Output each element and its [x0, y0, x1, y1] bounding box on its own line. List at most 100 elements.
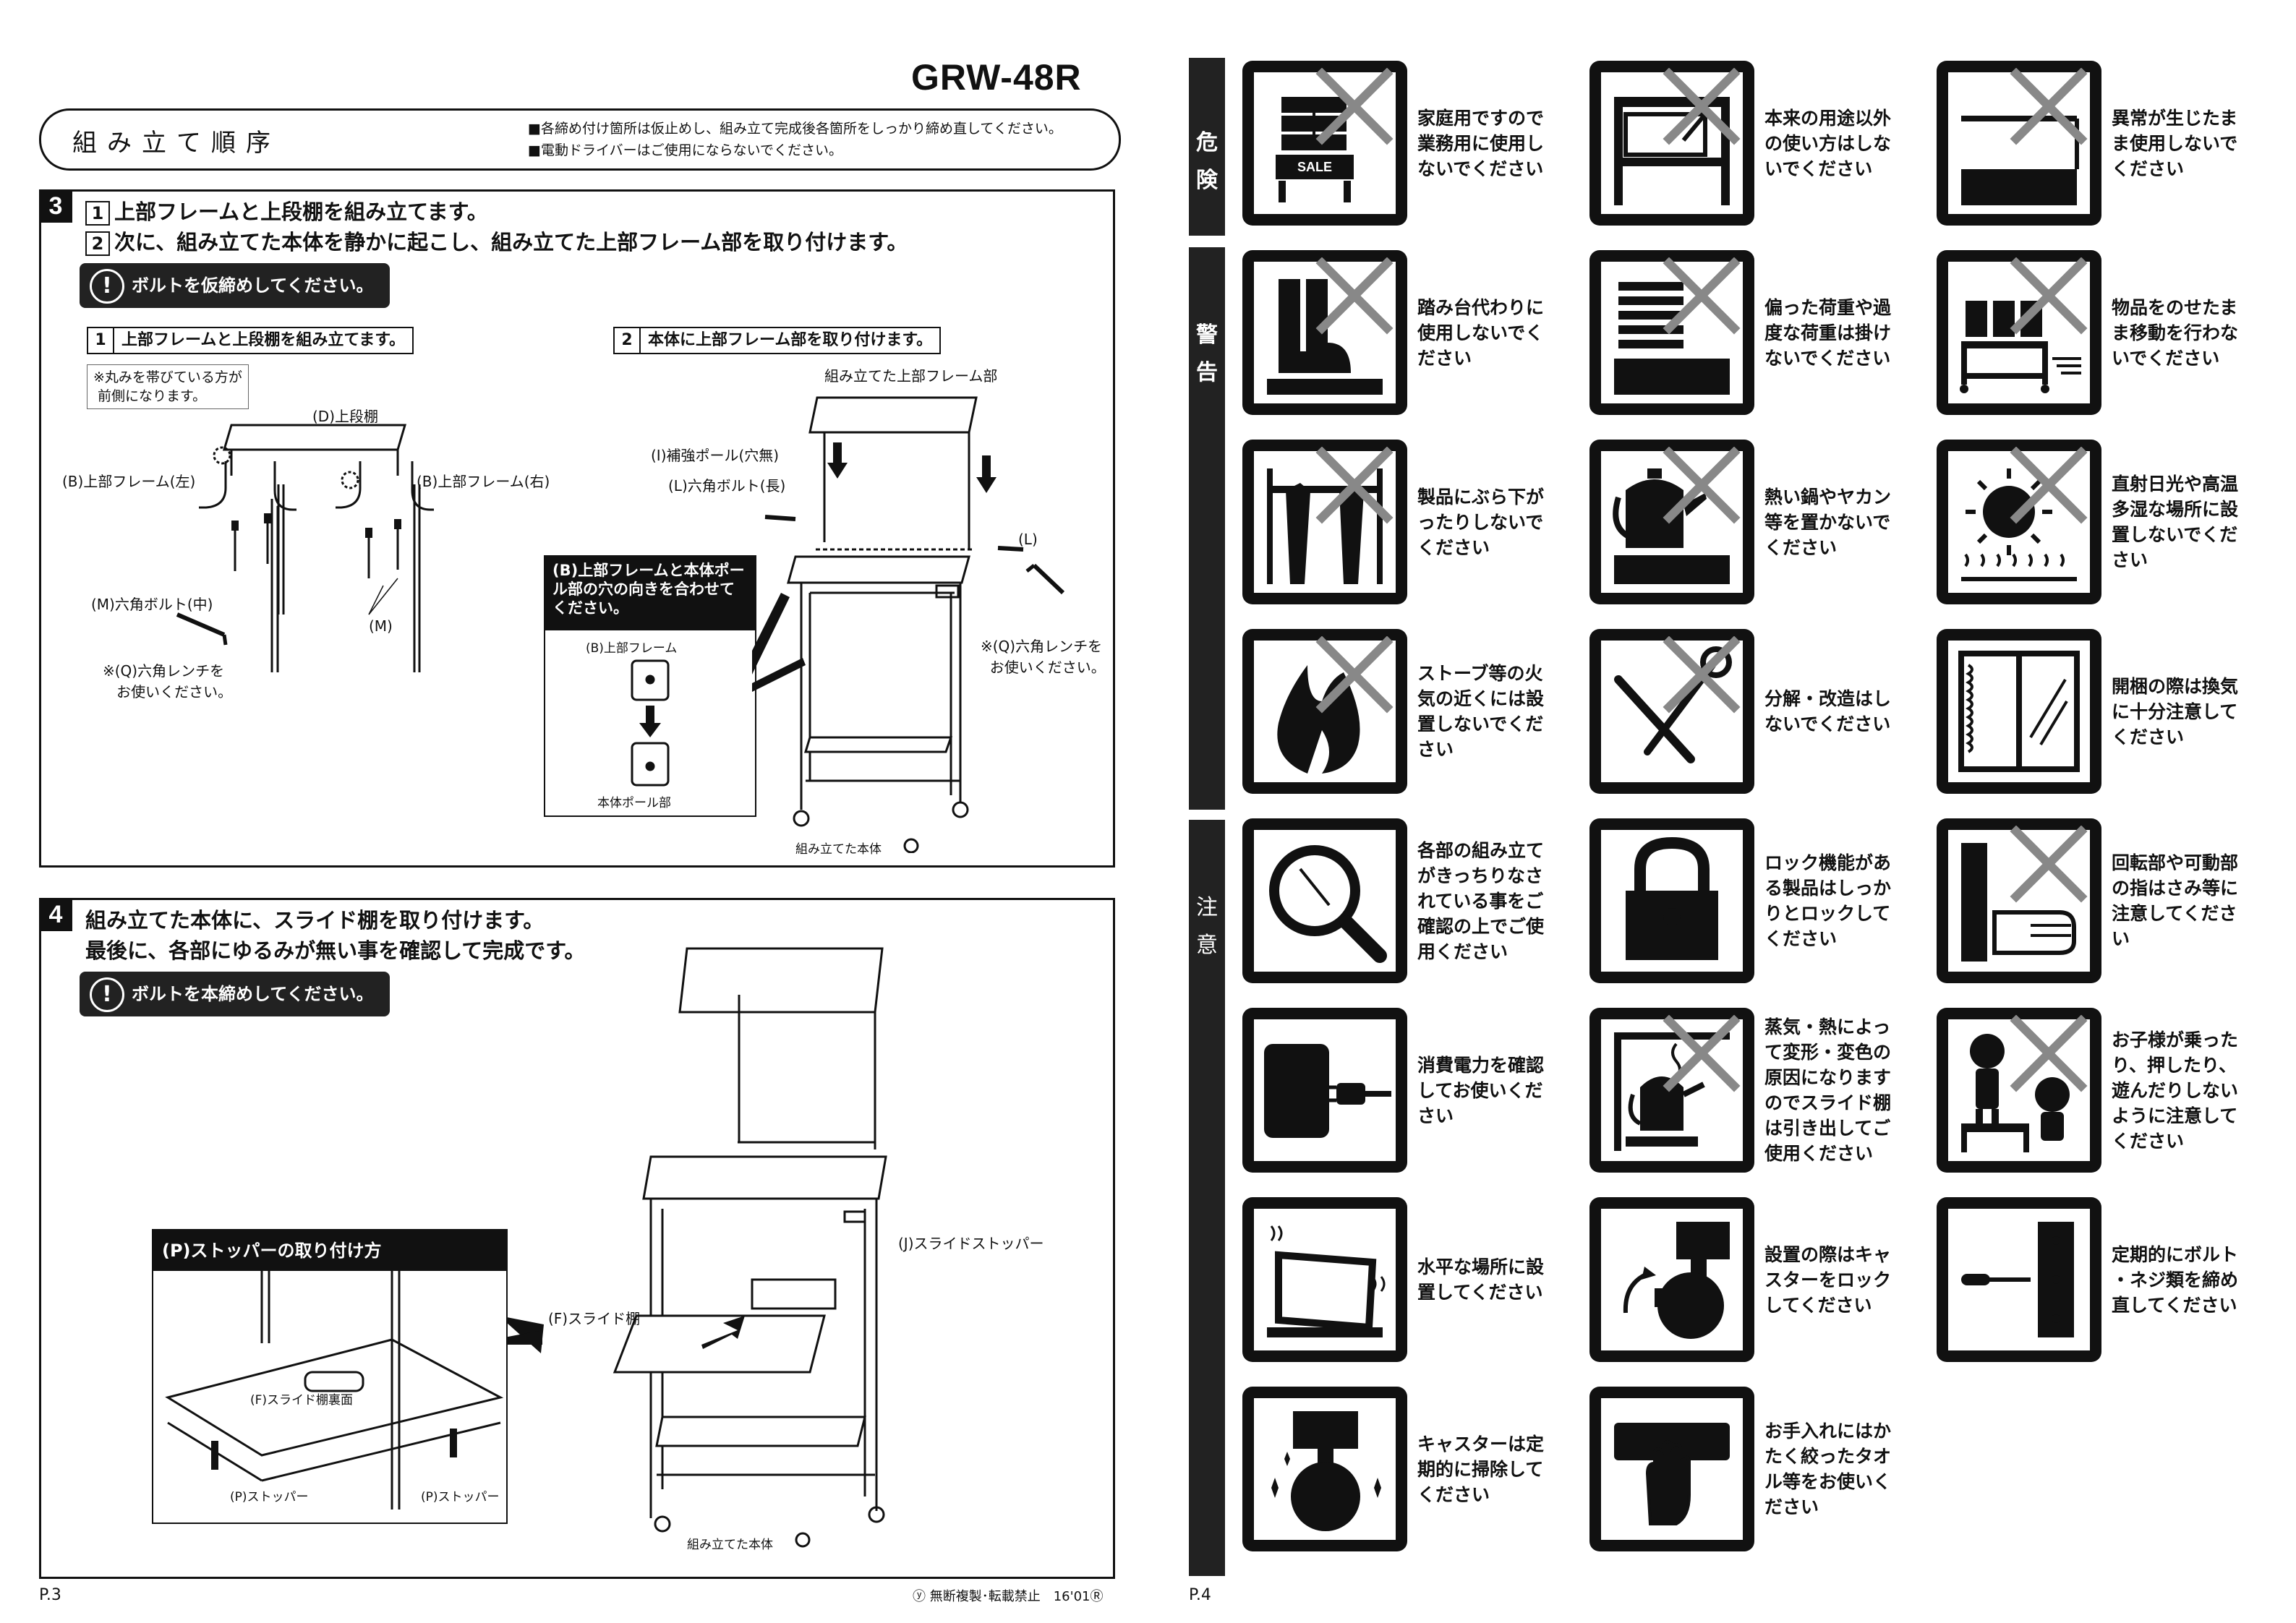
label-p-stopper-left: (P)ストッパー	[230, 1490, 309, 1504]
warning-text-line: お手入れにはか	[1764, 1421, 1892, 1442]
label-assembled-body-3: 組み立てた本体	[795, 842, 882, 857]
warning-text: 家庭用ですので業務用に使用しないでください	[1417, 106, 1562, 181]
step-4-line-1: 組み立てた本体に、スライド棚を取り付けます。	[85, 908, 545, 933]
caster-lock-icon	[1601, 1209, 1743, 1350]
warning-text-line: ださい	[1764, 1496, 1819, 1517]
warning-text-line: ください	[1764, 536, 1838, 558]
warning-text-line: 踏み台代わりに	[1417, 296, 1545, 318]
warning-text-line: 水平な場所に設	[1417, 1256, 1545, 1277]
move-loaded-icon	[1948, 257, 2090, 403]
warning-pictogram	[1589, 1387, 1754, 1551]
warning-text-line: ないでください	[1764, 714, 1891, 735]
warning-pictogram	[1589, 629, 1754, 794]
warning-text-line: 各部の組み立て	[1417, 839, 1545, 861]
warning-text-line: 偏った荷重や過	[1764, 296, 1892, 318]
abnormal-icon	[1948, 68, 2090, 214]
callout-top-label: (B)上部フレーム	[586, 641, 678, 656]
warning-text: ロック機能がある製品はしっかりとロックしてください	[1764, 850, 1909, 951]
warning-pictogram	[1937, 1197, 2101, 1362]
warning-text-line: ください	[2112, 1130, 2185, 1152]
warning-pictogram	[1242, 440, 1407, 604]
exclamation-icon: !	[90, 269, 124, 304]
warning-text-line: て変形・変色の	[1764, 1042, 1892, 1063]
category-warning-char-2: 告	[1196, 360, 1218, 385]
lock-icon	[1601, 830, 1743, 972]
warning-text-line: に十分注意して	[2112, 701, 2238, 722]
warning-text-line: のでスライド棚	[1764, 1092, 1892, 1113]
warning-text: 異常が生じたまま使用しないでください	[2112, 106, 2256, 181]
stopper-diagram	[165, 1271, 504, 1509]
warning-text: 各部の組み立てがきっちりなされている事をご確認の上でご使用ください	[1417, 838, 1562, 964]
step-3-sub-1: 1 上部フレームと上段棚を組み立てます。	[87, 327, 414, 354]
category-danger-char-2: 険	[1196, 168, 1218, 193]
step-3-line-2-text: 次に、組み立てた本体を静かに起こし、組み立てた上部フレーム部を取り付けます。	[114, 230, 908, 254]
warning-text-line: 確認の上でご使	[1417, 915, 1545, 937]
children-icon	[1948, 1015, 2090, 1161]
uneven-load-icon	[1601, 257, 1743, 403]
warning-pictogram	[1242, 629, 1407, 794]
warning-text: 設置の際はキャスターをロックしてください	[1764, 1242, 1909, 1318]
category-caution-char-2: 意	[1196, 933, 1218, 958]
warning-text-line: 置してください	[1417, 1282, 1543, 1303]
step-stool-icon	[1254, 257, 1396, 403]
callout-title: (B)上部フレームと本体ポール部の穴の向きを合わせてください。	[545, 557, 755, 630]
warning-text-line: 度な荷重は掛け	[1764, 322, 1892, 343]
upper-frame-assembly-diagram	[176, 424, 434, 672]
warning-text-line: 直してください	[2112, 1294, 2237, 1316]
label-q-wrench-1-line-2: お使いください。	[116, 683, 233, 701]
step-3-number: 3	[39, 189, 72, 223]
label-m: (M)	[369, 617, 393, 635]
warning-text-line: 注意してくださ	[2112, 903, 2237, 924]
warning-text-line: の使い方はしな	[1764, 132, 1892, 154]
warning-pictogram	[1937, 818, 2101, 983]
slide-shelf-assembly-diagram	[506, 947, 887, 1548]
step-4-number: 4	[39, 898, 72, 931]
warning-pictogram	[1589, 440, 1754, 604]
warning-text-line: 遊んだりしない	[2112, 1079, 2239, 1101]
warning-text-line: 直射日光や高温	[2112, 474, 2239, 494]
warning-text: 開梱の際は換気に十分注意してください	[2112, 674, 2256, 750]
warning-text: ストーブ等の火気の近くには設置しないでください	[1417, 661, 1562, 762]
warning-text: 分解・改造はしないでください	[1764, 686, 1909, 737]
warning-text-line: ル等をお使いく	[1764, 1471, 1892, 1492]
warning-text-line: 家庭用ですので	[1417, 107, 1545, 129]
step-3-sub-1-text: 上部フレームと上段棚を組み立てます。	[121, 331, 406, 349]
frame-to-body-diagram	[752, 396, 1065, 853]
warning-text-line: してください	[1764, 1294, 1872, 1316]
label-q-wrench-1-line-1: ※(Q)六角レンチを	[103, 662, 225, 680]
label-underside: (F)スライド棚裏面	[250, 1393, 354, 1408]
step-3-alert: !ボルトを仮締めしてください。	[80, 263, 390, 308]
page-number-left: P.3	[39, 1586, 61, 1604]
step-4-alert-text: ボルトを本締めしてください。	[132, 984, 374, 1004]
warning-pictogram	[1242, 818, 1407, 983]
warning-text-line: 期的に掃除して	[1417, 1458, 1544, 1480]
warning-pictogram	[1242, 1197, 1407, 1362]
warning-text: 直射日光や高温多湿な場所に設置しないでください	[2112, 471, 2256, 573]
warning-text-line: 蒸気・熱によっ	[1764, 1016, 1891, 1037]
warning-text: キャスターは定期的に掃除してください	[1417, 1431, 1562, 1507]
step-3-sub-2-number: 2	[615, 328, 641, 353]
label-q-wrench-2-line-1: ※(Q)六角レンチを	[981, 638, 1103, 655]
warning-text-line: ください	[2112, 158, 2185, 179]
warning-text-line: る製品はしっか	[1764, 878, 1892, 899]
warning-text-line: 気の近くには設	[1417, 688, 1545, 709]
step-3-sub-1-number: 1	[88, 328, 114, 353]
warning-text-line: 開梱の際は換気	[2112, 675, 2239, 697]
warning-text-line: ください	[1417, 536, 1490, 558]
warning-text-line: 回転部や可動部	[2112, 852, 2239, 873]
exclamation-icon: !	[90, 977, 124, 1012]
assembly-order-header	[39, 108, 1121, 171]
warning-text-line: は引き出してご	[1764, 1118, 1891, 1139]
step-4-alert: ! ボルトを本締めしてください。	[80, 972, 390, 1016]
warning-pictogram	[1242, 1008, 1407, 1173]
warning-text-line: ください	[1417, 1483, 1490, 1505]
warning-text-line: 熱い鍋やヤカン	[1764, 486, 1892, 508]
warning-text-line: さい	[1417, 1105, 1454, 1126]
sunlight-humidity-icon	[1948, 447, 2090, 593]
label-l-bolt: (L)六角ボルト(長)	[668, 477, 786, 494]
label-j-slide-stopper: (J)スライドストッパー	[898, 1235, 1044, 1252]
label-b-left: (B)上部フレーム(左)	[62, 473, 196, 490]
label-m-bolt: (M)六角ボルト(中)	[91, 596, 213, 613]
